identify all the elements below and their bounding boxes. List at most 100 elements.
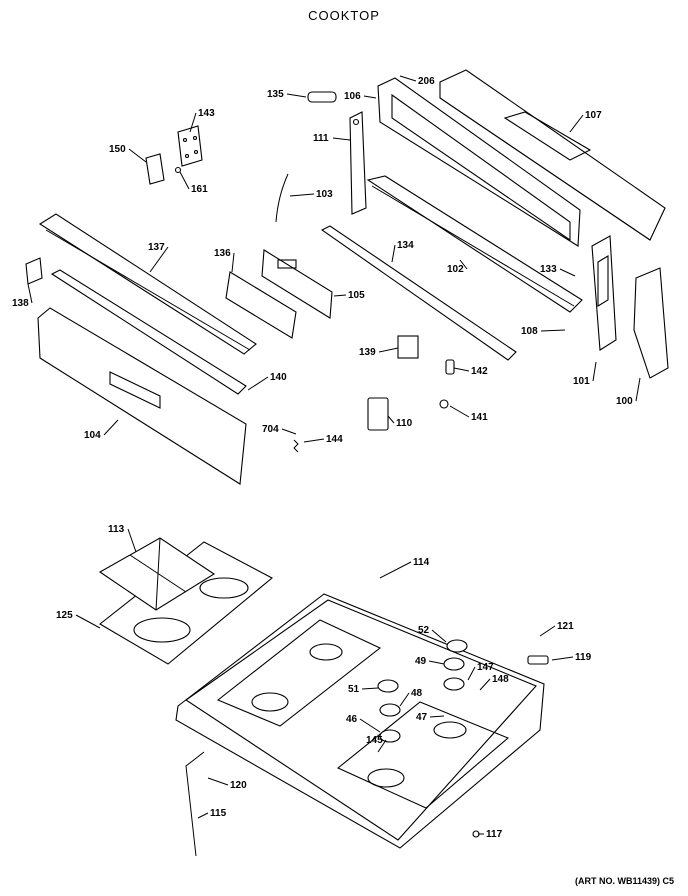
callout-142: 142 <box>471 366 488 377</box>
part-104-control-panel <box>37 307 247 485</box>
callout-141: 141 <box>471 412 488 423</box>
knobs <box>377 639 468 743</box>
callout-49: 49 <box>415 656 427 667</box>
callout-138: 138 <box>12 298 29 309</box>
callout-704: 704 <box>262 424 279 435</box>
callout-103: 103 <box>316 189 333 200</box>
part-135-clip <box>307 91 337 103</box>
callout-leader-145 <box>377 739 387 753</box>
callout-139: 139 <box>359 347 376 358</box>
callout-147: 147 <box>477 662 494 673</box>
callout-leader-148 <box>479 678 491 691</box>
part-138-clip <box>25 257 43 285</box>
part-137-extrusion <box>38 213 257 355</box>
callout-161: 161 <box>191 184 208 195</box>
callout-120: 120 <box>230 780 247 791</box>
callout-leader-140 <box>247 376 269 391</box>
callout-leader-104 <box>103 419 119 436</box>
callout-148: 148 <box>492 674 509 685</box>
part-106-backsplash <box>377 77 581 247</box>
callout-leader-47 <box>429 715 445 718</box>
callout-leader-136 <box>231 252 235 273</box>
part-111-bracket <box>349 111 367 215</box>
part-101-side-bracket <box>591 235 617 351</box>
callout-leader-138 <box>27 283 33 304</box>
callout-51: 51 <box>348 684 360 695</box>
callout-leader-46 <box>359 718 381 733</box>
callout-115: 115 <box>210 808 227 819</box>
callout-leader-135 <box>286 93 307 98</box>
callout-105: 105 <box>348 290 365 301</box>
callout-206: 206 <box>418 76 435 87</box>
part-103-wire <box>275 173 289 223</box>
callout-104: 104 <box>84 430 101 441</box>
callout-leader-51 <box>361 687 379 690</box>
callout-47: 47 <box>416 712 428 723</box>
callout-leader-119 <box>551 656 574 661</box>
callout-leader-137 <box>149 246 169 273</box>
callout-leader-133 <box>559 268 576 277</box>
part-110-switch <box>367 397 389 431</box>
callout-leader-100 <box>635 377 641 402</box>
callout-leader-134 <box>391 244 396 263</box>
part-139-relay <box>397 335 419 359</box>
callout-leader-103 <box>289 193 315 197</box>
part-119-connector <box>527 655 549 665</box>
art-number: (ART NO. WB11439) C5 <box>574 876 674 886</box>
callout-leader-110 <box>387 415 395 424</box>
callout-leader-142 <box>453 367 470 372</box>
part-115-rod <box>185 751 205 857</box>
callout-136: 136 <box>214 248 231 259</box>
part-102-rail <box>366 175 583 313</box>
callout-46: 46 <box>346 714 358 725</box>
callout-135: 135 <box>267 89 284 100</box>
part-140-extrusion <box>50 269 247 395</box>
callout-leader-48 <box>399 692 410 707</box>
callout-121: 121 <box>557 621 574 632</box>
callout-108: 108 <box>521 326 538 337</box>
callout-107: 107 <box>585 110 602 121</box>
callout-114: 114 <box>413 557 430 568</box>
callout-leader-115 <box>197 812 209 819</box>
part-161-screw <box>174 166 182 174</box>
callout-125: 125 <box>56 610 73 621</box>
callout-leader-49 <box>428 660 445 665</box>
callout-143: 143 <box>198 108 215 119</box>
callout-144: 144 <box>326 434 343 445</box>
callout-leader-704 <box>281 428 297 435</box>
callout-119: 119 <box>575 652 592 663</box>
part-134-rail <box>320 225 517 361</box>
callout-leader-107 <box>569 114 584 133</box>
callout-140: 140 <box>270 372 287 383</box>
callout-52: 52 <box>418 625 430 636</box>
part-114-cooktop <box>175 593 545 849</box>
callout-leader-147 <box>467 666 476 681</box>
callout-102: 102 <box>447 264 464 275</box>
callout-134: 134 <box>397 240 414 251</box>
callout-leader-108 <box>540 329 566 332</box>
callout-leader-114 <box>379 561 412 579</box>
callout-leader-144 <box>303 438 325 443</box>
callout-100: 100 <box>616 396 633 407</box>
callout-48: 48 <box>411 688 423 699</box>
callout-leader-105 <box>333 294 347 297</box>
callout-110: 110 <box>396 418 413 429</box>
callout-133: 133 <box>540 264 557 275</box>
callout-leader-206 <box>399 75 417 82</box>
callout-leader-141 <box>449 405 470 418</box>
callout-leader-120 <box>207 777 229 786</box>
part-144-spring <box>293 439 299 453</box>
callout-leader-52 <box>431 629 447 643</box>
callout-117: 117 <box>486 829 503 840</box>
callout-leader-139 <box>378 347 399 353</box>
callout-leader-111 <box>332 137 351 141</box>
callout-111: 111 <box>313 133 329 144</box>
callout-101: 101 <box>573 376 590 387</box>
callout-leader-143 <box>189 112 197 133</box>
part-142-valve <box>445 359 455 375</box>
part-136-overlay <box>225 271 297 339</box>
callout-leader-101 <box>592 361 597 382</box>
part-105-clock <box>261 249 333 319</box>
